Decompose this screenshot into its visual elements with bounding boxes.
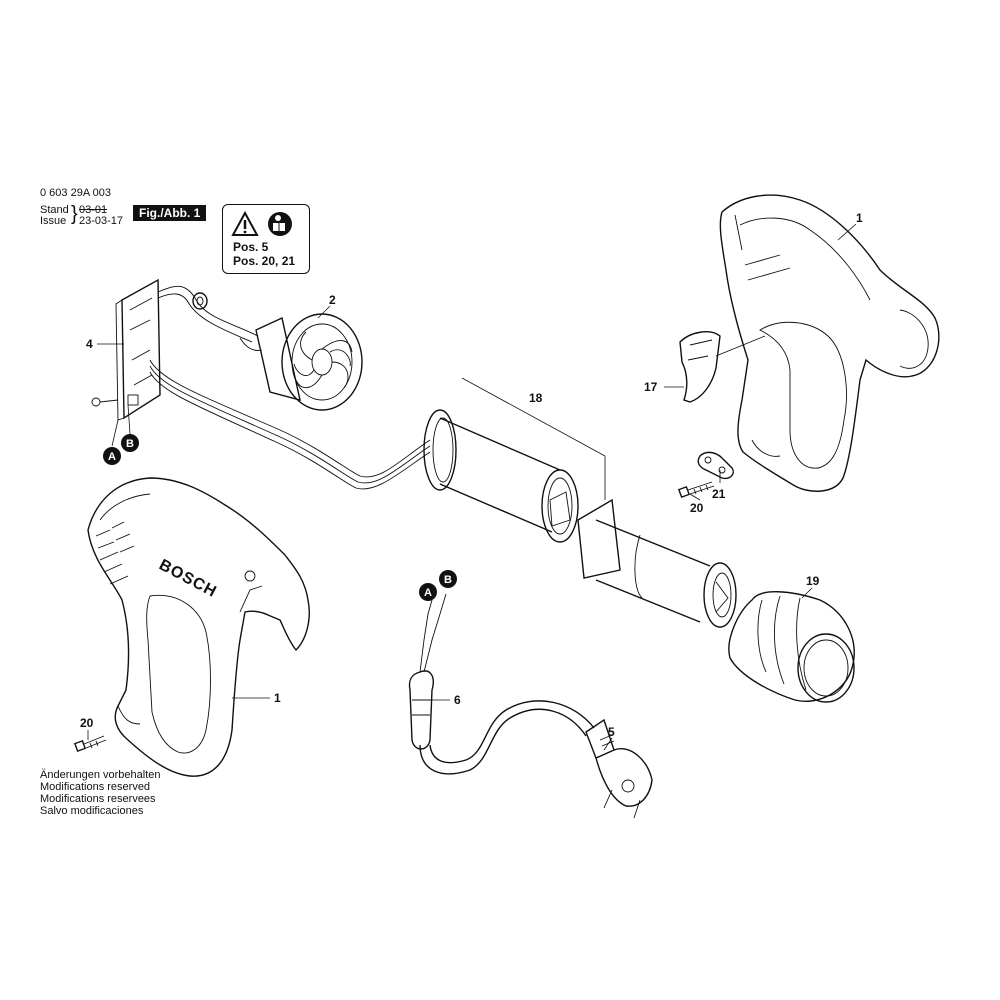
connector-a-cable-label: A bbox=[424, 587, 432, 599]
figure-label: Fig./Abb. 1 bbox=[133, 205, 207, 221]
connector-b-cable-label: B bbox=[444, 574, 452, 586]
callout-6: 6 bbox=[454, 693, 461, 707]
connector-b-board: B bbox=[121, 434, 139, 452]
brand-text: BOSCH bbox=[156, 557, 219, 601]
heating-element bbox=[423, 377, 606, 543]
mains-plug bbox=[585, 718, 653, 819]
wiring bbox=[149, 285, 431, 490]
switch-part bbox=[679, 331, 766, 403]
warning-box: Pos. 5 Pos. 20, 21 bbox=[222, 204, 310, 274]
read-manual-icon bbox=[268, 212, 292, 236]
connector-a-label: A bbox=[108, 451, 116, 463]
connector-a-cable: A bbox=[419, 583, 437, 601]
callout-4: 4 bbox=[86, 337, 93, 351]
screw-left bbox=[73, 735, 107, 753]
footer-line-4: Salvo modificaciones bbox=[40, 805, 144, 817]
footer-line-2: Modifications reserved bbox=[40, 781, 151, 793]
stand-label: Stand bbox=[40, 204, 69, 216]
connector-a-board: A bbox=[103, 447, 121, 465]
warning-line-2: Pos. 20, 21 bbox=[233, 254, 296, 268]
callout-20-left: 20 bbox=[80, 716, 94, 730]
callout-1-top: 1 bbox=[856, 211, 863, 225]
stand-value: 03-01 bbox=[79, 204, 108, 216]
connector-b-cable: B bbox=[439, 570, 457, 588]
footer-line-1: Änderungen vorbehalten bbox=[40, 769, 161, 781]
brace: } bbox=[71, 203, 78, 225]
grommet bbox=[192, 292, 208, 310]
housing-half-left: BOSCH bbox=[87, 477, 310, 777]
warning-triangle-icon bbox=[231, 210, 259, 236]
callout-5: 5 bbox=[608, 725, 615, 739]
callout-2: 2 bbox=[329, 293, 336, 307]
fan-motor bbox=[239, 313, 363, 411]
screw-right bbox=[677, 481, 715, 499]
cable-bushing bbox=[408, 593, 595, 775]
callout-18: 18 bbox=[529, 391, 543, 405]
callout-17: 17 bbox=[644, 380, 658, 394]
nozzle-tube bbox=[577, 498, 737, 628]
vent-slots bbox=[95, 521, 135, 585]
cord-clamp bbox=[697, 451, 734, 480]
housing-half-right bbox=[719, 194, 940, 492]
callout-19: 19 bbox=[806, 574, 820, 588]
callout-20-right: 20 bbox=[690, 501, 704, 515]
connector-b-label: B bbox=[126, 438, 134, 450]
issue-value: 23-03-17 bbox=[79, 215, 124, 227]
electronics-board bbox=[91, 278, 161, 421]
callout-1-left: 1 bbox=[274, 691, 281, 705]
nozzle-cap bbox=[728, 591, 855, 703]
callout-21: 21 bbox=[712, 487, 726, 501]
issue-label: Issue bbox=[40, 215, 67, 227]
footer-line-3: Modifications reservees bbox=[40, 793, 156, 805]
warning-line-1: Pos. 5 bbox=[233, 240, 269, 254]
part-number: 0 603 29A 003 bbox=[40, 187, 111, 199]
leader-lines bbox=[87, 223, 857, 751]
